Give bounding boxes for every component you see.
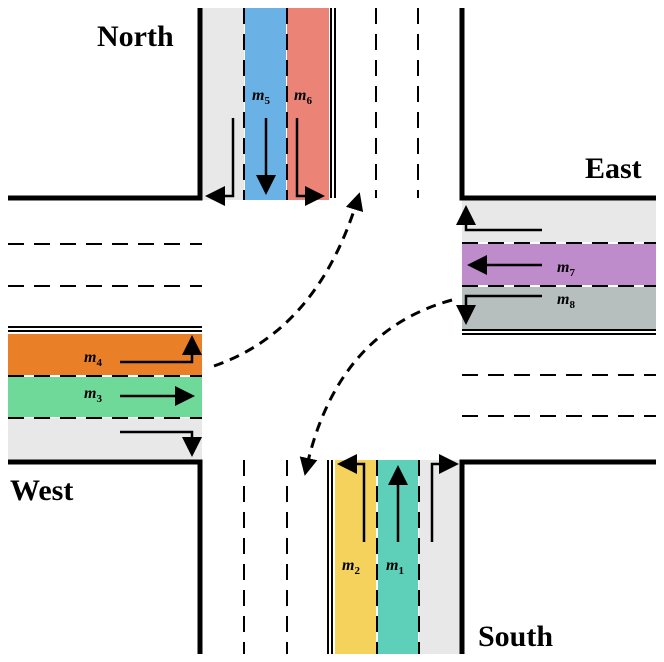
lane-m2-band: [335, 460, 376, 654]
left-turn-arrow: [295, 118, 325, 206]
left-turn-path-east-to-south: [299, 298, 453, 476]
west-label: West: [10, 474, 73, 507]
lane-m3-label: m3: [84, 385, 102, 405]
west-right-turn-lane: [8, 418, 202, 460]
north-approach: m5 m6: [202, 8, 419, 206]
right-turn-arrow: [120, 430, 202, 457]
left-turn-arrow: [456, 294, 542, 325]
curbs: [8, 8, 656, 654]
south-approach: m2 m1: [243, 454, 461, 654]
lane-m2-label: m2: [342, 557, 360, 577]
curb-southeast: [459, 459, 656, 654]
left-turn-arrow: [337, 454, 366, 542]
lane-m5-label: m5: [252, 87, 270, 107]
right-turn-arrow: [205, 118, 235, 206]
curb-northwest: [8, 8, 203, 201]
east-label: East: [585, 152, 642, 185]
curb-northeast: [459, 8, 656, 201]
lane-m4-label: m4: [84, 349, 102, 369]
south-label: South: [478, 620, 553, 653]
left-turn-arrow: [120, 335, 202, 364]
lane-m7-label: m7: [557, 259, 575, 279]
right-turn-arrow: [456, 205, 542, 232]
lane-m4-band: [8, 334, 202, 375]
lane-m8-label: m8: [557, 291, 575, 311]
north-right-turn-lane: [202, 8, 244, 200]
lane-m6-label: m6: [294, 87, 312, 107]
curb-southwest: [8, 459, 203, 654]
right-turn-arrow: [430, 454, 459, 542]
lane-m6-band: [287, 8, 329, 200]
lane-m1-label: m1: [386, 557, 404, 577]
south-right-turn-lane: [419, 460, 461, 654]
left-turn-path-west-to-north: [213, 192, 364, 368]
north-label: North: [97, 20, 174, 53]
east-right-turn-lane: [462, 200, 656, 242]
west-approach: m4 m3: [8, 243, 202, 460]
lane-m8-band: [462, 287, 656, 329]
east-approach: m7 m8: [456, 200, 656, 417]
